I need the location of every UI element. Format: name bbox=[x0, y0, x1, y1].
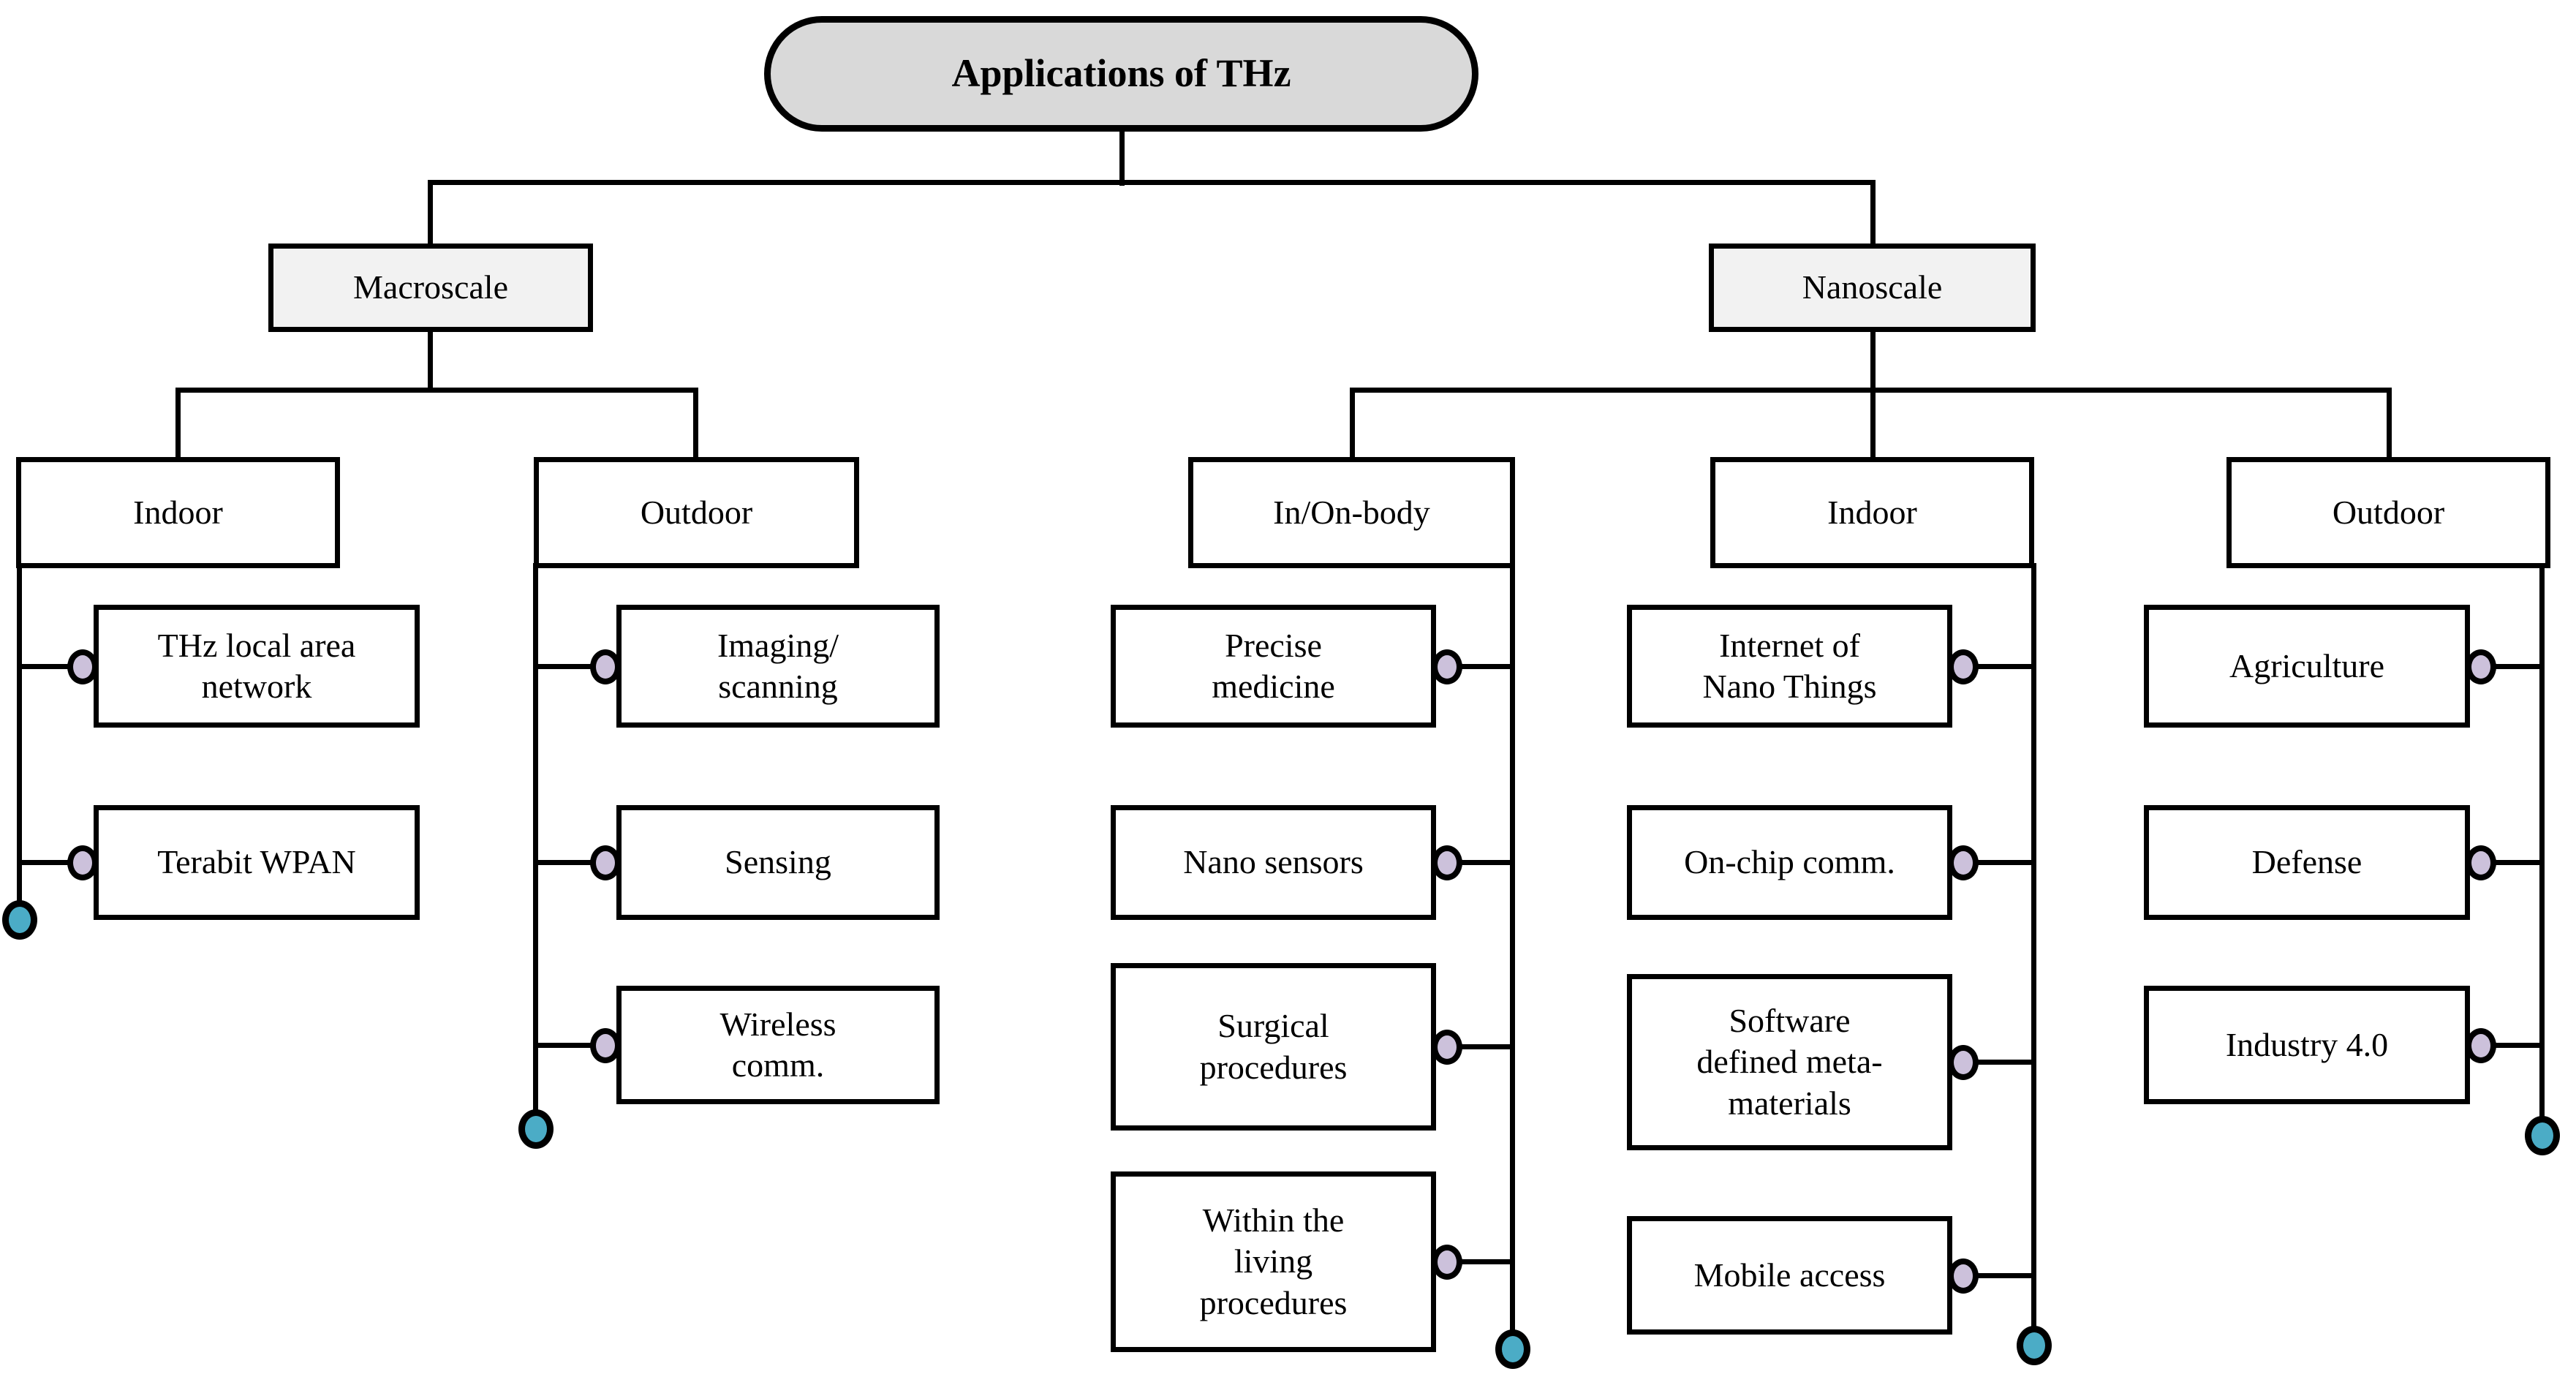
terminal-dot-inonbody bbox=[1495, 1329, 1530, 1369]
leaf-imaging-scanning: Imaging/ scanning bbox=[616, 605, 940, 728]
connector-macro-indoor-top bbox=[175, 388, 181, 462]
stub-sensing bbox=[536, 860, 616, 865]
stub-mobile-access bbox=[1952, 1273, 2034, 1278]
connector-nanoscale-bottom bbox=[1870, 328, 1876, 393]
junction-dot-surgical bbox=[1432, 1030, 1462, 1065]
stub-within-living bbox=[1436, 1259, 1513, 1264]
leaf-thz-lan: THz local area network bbox=[94, 605, 420, 728]
leaf-mobile-access: Mobile access bbox=[1627, 1216, 1952, 1335]
stub-nano-sensors bbox=[1436, 860, 1513, 865]
connector-nano-indoor-top bbox=[1870, 388, 1876, 462]
leaf-sensing: Sensing bbox=[616, 805, 940, 920]
junction-dot-industry bbox=[2466, 1028, 2496, 1063]
junction-dot-onchip bbox=[1948, 845, 1979, 880]
junction-dot-agriculture bbox=[2466, 649, 2496, 684]
stub-agriculture bbox=[2470, 664, 2542, 669]
junction-dot-wireless bbox=[590, 1028, 621, 1063]
terminal-dot-nano-outdoor bbox=[2525, 1116, 2560, 1155]
leaf-agriculture: Agriculture bbox=[2144, 605, 2470, 728]
stub-terabit-wpan bbox=[20, 860, 94, 865]
terminal-dot-macro-indoor bbox=[2, 900, 37, 940]
node-macro-indoor: Indoor bbox=[16, 457, 340, 568]
node-inonbody: In/On-body bbox=[1188, 457, 1515, 568]
node-nano-outdoor: Outdoor bbox=[2226, 457, 2550, 568]
node-nano-indoor: Indoor bbox=[1710, 457, 2034, 568]
leaf-precise-medicine: Precise medicine bbox=[1111, 605, 1436, 728]
junction-dot-iont bbox=[1948, 649, 1979, 684]
node-macroscale: Macroscale bbox=[268, 244, 593, 332]
stub-wireless bbox=[536, 1043, 616, 1048]
rail-inonbody bbox=[1510, 563, 1515, 1348]
leaf-terabit-wpan: Terabit WPAN bbox=[94, 805, 420, 920]
terminal-dot-nano-indoor bbox=[2017, 1326, 2052, 1365]
connector-root-down bbox=[1119, 129, 1125, 186]
leaf-onchip-comm: On-chip comm. bbox=[1627, 805, 1952, 920]
stub-surgical bbox=[1436, 1044, 1513, 1049]
junction-dot-imaging bbox=[590, 649, 621, 684]
junction-dot-mobile-access bbox=[1948, 1258, 1979, 1294]
stub-iont bbox=[1952, 664, 2034, 669]
leaf-surgical-procedures: Surgical procedures bbox=[1111, 963, 1436, 1131]
leaf-nano-sensors: Nano sensors bbox=[1111, 805, 1436, 920]
stub-precise-medicine bbox=[1436, 664, 1513, 669]
leaf-wireless-comm: Wireless comm. bbox=[616, 986, 940, 1104]
stub-onchip bbox=[1952, 860, 2034, 865]
rail-nano-outdoor bbox=[2539, 563, 2545, 1134]
node-macro-outdoor: Outdoor bbox=[534, 457, 859, 568]
stub-imaging bbox=[536, 664, 616, 669]
junction-dot-within-living bbox=[1432, 1245, 1462, 1280]
stub-defense bbox=[2470, 860, 2542, 865]
stub-software-meta bbox=[1952, 1060, 2034, 1065]
rail-nano-indoor bbox=[2031, 563, 2036, 1344]
leaf-industry-4-0: Industry 4.0 bbox=[2144, 986, 2470, 1104]
rail-macro-outdoor bbox=[533, 563, 538, 1128]
connector-nano-outdoor-top bbox=[2387, 388, 2392, 462]
node-root: Applications of THz bbox=[764, 16, 1478, 132]
leaf-internet-of-nano-things: Internet of Nano Things bbox=[1627, 605, 1952, 728]
junction-dot-terabit-wpan bbox=[67, 845, 98, 880]
node-nanoscale: Nanoscale bbox=[1709, 244, 2036, 332]
stub-industry bbox=[2470, 1043, 2542, 1048]
junction-dot-thz-lan bbox=[67, 649, 98, 684]
stub-thz-lan bbox=[20, 664, 94, 669]
junction-dot-nano-sensors bbox=[1432, 845, 1462, 880]
junction-dot-software-meta bbox=[1948, 1045, 1979, 1080]
connector-macro-horizontal bbox=[175, 388, 696, 393]
connector-macroscale-top bbox=[428, 180, 433, 249]
connector-level1-horizontal bbox=[428, 180, 1876, 185]
leaf-defense: Defense bbox=[2144, 805, 2470, 920]
junction-dot-defense bbox=[2466, 845, 2496, 880]
leaf-software-defined-metamaterials: Software defined meta- materials bbox=[1627, 974, 1952, 1150]
leaf-within-living-procedures: Within the living procedures bbox=[1111, 1171, 1436, 1352]
connector-nanoscale-top bbox=[1870, 180, 1876, 249]
rail-macro-indoor bbox=[17, 563, 22, 918]
connector-inonbody-top bbox=[1350, 388, 1355, 462]
junction-dot-precise-medicine bbox=[1432, 649, 1462, 684]
junction-dot-sensing bbox=[590, 845, 621, 880]
connector-macroscale-bottom bbox=[428, 328, 433, 393]
terminal-dot-macro-outdoor bbox=[518, 1109, 554, 1149]
connector-macro-outdoor-top bbox=[693, 388, 698, 462]
